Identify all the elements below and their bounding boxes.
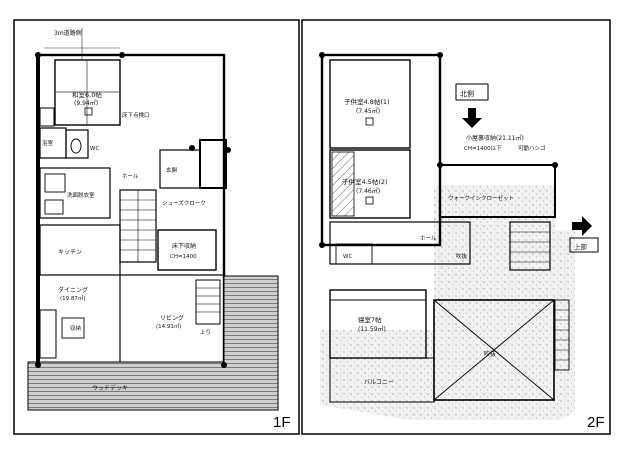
- label-ld-area: (19.87㎡): [60, 294, 86, 302]
- room-senmen: [39, 167, 111, 219]
- label-kodomo-1-area: (7.45㎡): [356, 107, 380, 115]
- label-bath: 浴室: [42, 139, 54, 147]
- label-genkan: 玄関: [166, 166, 178, 174]
- room-kodomo-2: [329, 149, 411, 219]
- label-kodomo-1: 子供室4.8帖(1): [344, 97, 390, 106]
- room-kitchen: [39, 224, 121, 276]
- floor-tag-1f: 1F: [273, 414, 291, 431]
- label-storage-1f: 収納: [70, 324, 82, 332]
- label-washitsu: 和室6.0帖: [72, 90, 102, 99]
- label-hall: ホール: [122, 173, 139, 180]
- label-kitchen: キッチン: [58, 249, 82, 256]
- label-kodomo-2-area: (7.46㎡): [356, 187, 380, 195]
- stairs-2f: [509, 221, 551, 271]
- void-2f: [433, 299, 555, 401]
- label-deck: ウッドデッキ: [92, 384, 128, 392]
- label-yukashita-storage: 床下収納: [172, 242, 196, 250]
- balcony-2f: [329, 357, 435, 403]
- arrow-down: [462, 108, 482, 128]
- label-living: リビング: [160, 314, 184, 322]
- label-ch-2f: CH=1400以下: [464, 145, 502, 152]
- label-washitsu-area: (9.94㎡): [74, 99, 98, 107]
- label-stairs-up: 上り: [200, 328, 211, 336]
- label-dining: ダイニング: [58, 286, 88, 294]
- road-side-note: 3m道路側: [54, 29, 82, 37]
- label-balcony: バルコニー: [364, 379, 394, 386]
- label-bedroom: 寝室7帖: [358, 315, 382, 324]
- label-hashigo: 可動ハシゴ: [518, 144, 546, 152]
- label-void: 吹抜: [484, 350, 496, 358]
- roof-area-2f: [320, 185, 575, 420]
- arrow-right: [572, 216, 592, 236]
- label-walkin: ウォークインクローゼット: [448, 194, 514, 202]
- label-kodomo-2: 子供室4.5帖(2): [342, 177, 388, 186]
- room-washitsu: [54, 59, 121, 126]
- room-kodomo-1: [329, 59, 411, 149]
- label-fukinuke-top: 吹抜: [456, 252, 468, 260]
- label-bedroom-area: (11.59㎡): [358, 325, 386, 333]
- floor-2f-plan: 子供室4.8帖(1) (7.45㎡) 子供室4.5帖(2) (7.46㎡) ウォ…: [319, 52, 605, 431]
- label-north-side: 北側: [460, 89, 474, 98]
- floor-1f-plan: 3m道路側 和室6.0帖 (9.94㎡) 床下点検口 浴室 WC 洗面脱衣室 玄…: [27, 28, 291, 431]
- label-corridor: ホール: [420, 235, 437, 242]
- label-living-area: (14.91㎡): [156, 322, 182, 330]
- label-senmen: 洗面脱衣室: [67, 191, 95, 199]
- corridor-2f: [329, 221, 471, 265]
- label-upper: 上部: [574, 242, 588, 251]
- building-2f-outline: [320, 53, 442, 247]
- floor-tag-2f: 2F: [587, 414, 605, 431]
- label-ch-1f: CH=1400: [170, 254, 197, 260]
- label-toilet-1f: WC: [90, 146, 99, 152]
- label-attic-storage: 小屋裏収納(21.11㎡): [466, 134, 524, 142]
- room-walkin: [439, 164, 556, 218]
- label-toilet-2f: WC: [343, 254, 352, 260]
- label-yukashita-tenken: 床下点検口: [122, 111, 150, 119]
- label-shoe-cloak: シューズクローク: [162, 199, 206, 207]
- room-yukashita-storage: [157, 229, 217, 271]
